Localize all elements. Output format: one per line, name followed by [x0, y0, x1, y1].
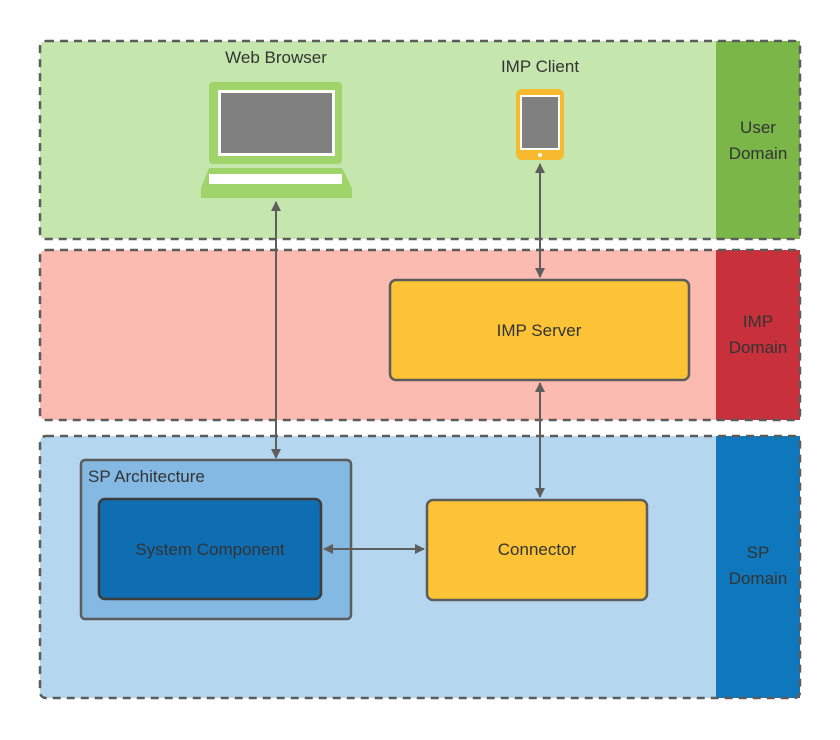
- sp-domain-side-panel: [716, 436, 800, 698]
- imp-server[interactable]: IMP Server: [388, 278, 691, 382]
- imp-domain-side-panel: [716, 250, 800, 420]
- laptop-icon: [201, 82, 352, 198]
- user-domain-label-line2: Domain: [729, 144, 788, 163]
- sp-domain-border: [38, 434, 802, 700]
- user-domain-band: [40, 41, 800, 239]
- web-browser-label: Web Browser: [225, 48, 327, 67]
- sp-architecture-label: SP Architecture: [88, 467, 205, 486]
- user-domain: User Domain: [38, 39, 802, 241]
- system-component-box: [97, 497, 323, 601]
- sp-domain-label-line2: Domain: [729, 569, 788, 588]
- imp-server-label: IMP Server: [497, 321, 582, 340]
- connector-box: [425, 498, 649, 602]
- connector[interactable]: Connector: [425, 498, 649, 602]
- imp-client[interactable]: IMP Client: [501, 57, 579, 160]
- connector-label: Connector: [498, 540, 577, 559]
- system-component[interactable]: System Component: [97, 497, 323, 601]
- system-component-label: System Component: [135, 540, 285, 559]
- sp-domain-label-line1: SP: [747, 543, 770, 562]
- tablet-icon: [516, 89, 564, 160]
- imp-domain-label-line2: Domain: [729, 338, 788, 357]
- user-domain-side-panel: [716, 41, 800, 239]
- imp-server-box: [388, 278, 691, 382]
- web-browser[interactable]: Web Browser: [201, 48, 352, 198]
- user-domain-label-line1: User: [740, 118, 776, 137]
- imp-domain-label-line1: IMP: [743, 312, 773, 331]
- imp-client-label: IMP Client: [501, 57, 579, 76]
